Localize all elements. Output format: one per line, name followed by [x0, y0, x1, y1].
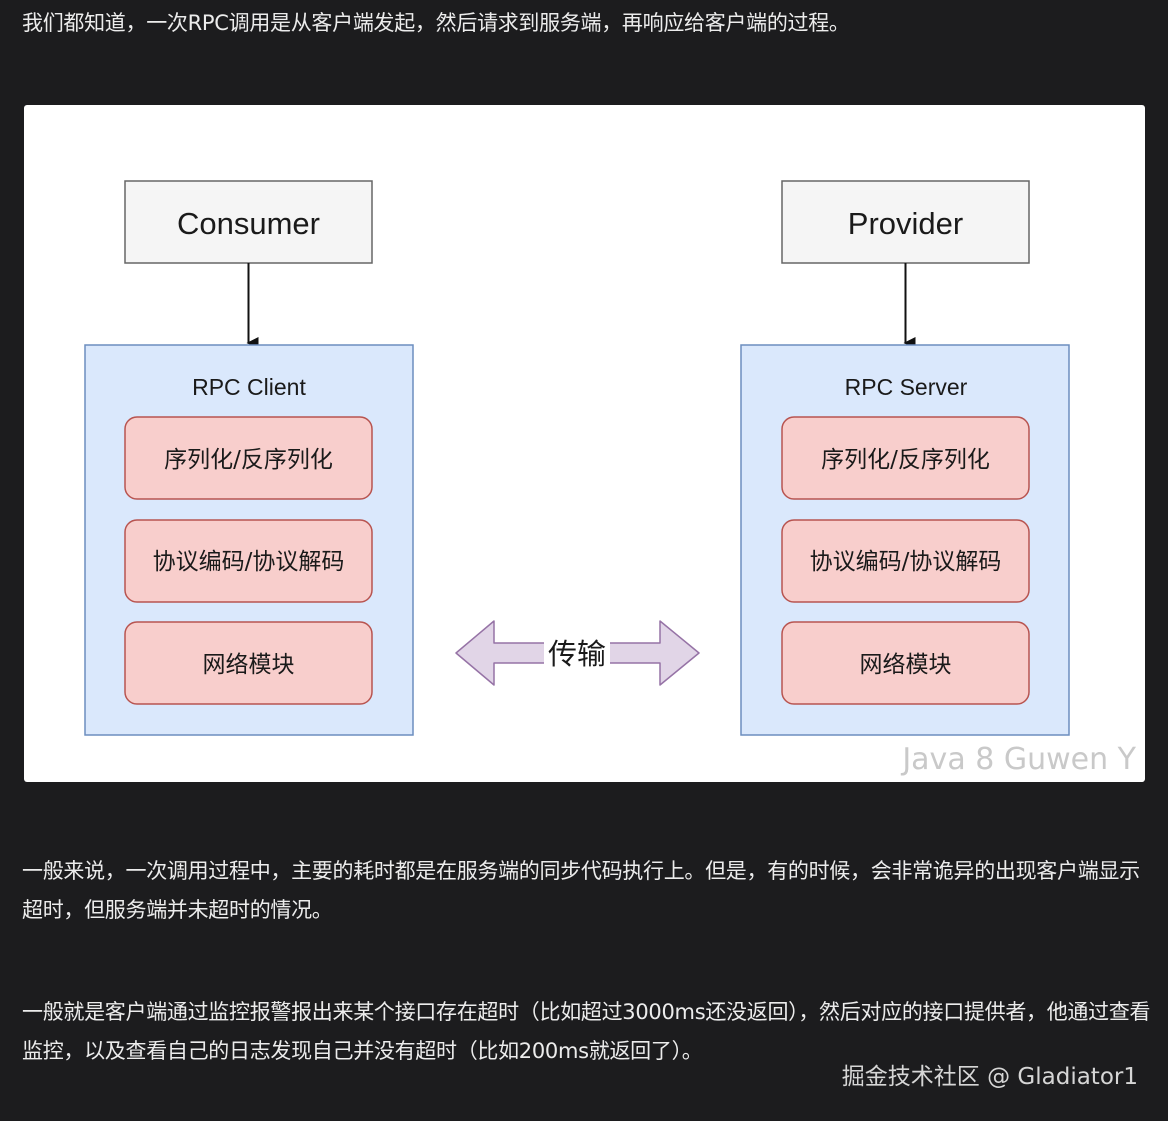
client-protocol-module [124, 519, 373, 603]
provider-label: Provider [848, 206, 963, 241]
intro-paragraph: 我们都知道，一次RPC调用是从客户端发起，然后请求到服务端，再响应给客户端的过程… [22, 11, 850, 35]
client-serialization-label: 序列化/反序列化 [164, 447, 333, 473]
client-network-label: 网络模块 [203, 652, 295, 678]
client-serialization-module [124, 416, 373, 500]
server-protocol-module [781, 519, 1030, 603]
juejin-watermark: 掘金技术社区 @ Gladiator1 [841, 1064, 1138, 1090]
rpc-server-title: RPC Server [845, 374, 968, 400]
consumer-box [124, 180, 373, 264]
rpc-client-title: RPC Client [192, 374, 306, 400]
server-serialization-module [781, 416, 1030, 500]
server-serialization-label: 序列化/反序列化 [821, 447, 990, 473]
rpc-diagram: Consumer Provider RPC Client 序列化/反序列化 协议… [24, 105, 1145, 782]
client-network-module [124, 621, 373, 705]
provider-box [781, 180, 1030, 264]
server-protocol-label: 协议编码/协议解码 [810, 549, 1002, 575]
consumer-label: Consumer [177, 206, 320, 241]
client-protocol-label: 协议编码/协议解码 [153, 549, 345, 575]
timeout-paragraph: 一般就是客户端通过监控报警报出来某个接口存在超时（比如超过3000ms还没返回）… [22, 1000, 1151, 1063]
server-network-label: 网络模块 [860, 652, 952, 678]
diagram-watermark: Java 8 Guwen Y [900, 742, 1136, 777]
transport-label: 传输 [548, 637, 606, 671]
timing-paragraph: 一般来说，一次调用过程中，主要的耗时都是在服务端的同步代码执行上。但是，有的时候… [22, 859, 1140, 922]
server-network-module [781, 621, 1030, 705]
